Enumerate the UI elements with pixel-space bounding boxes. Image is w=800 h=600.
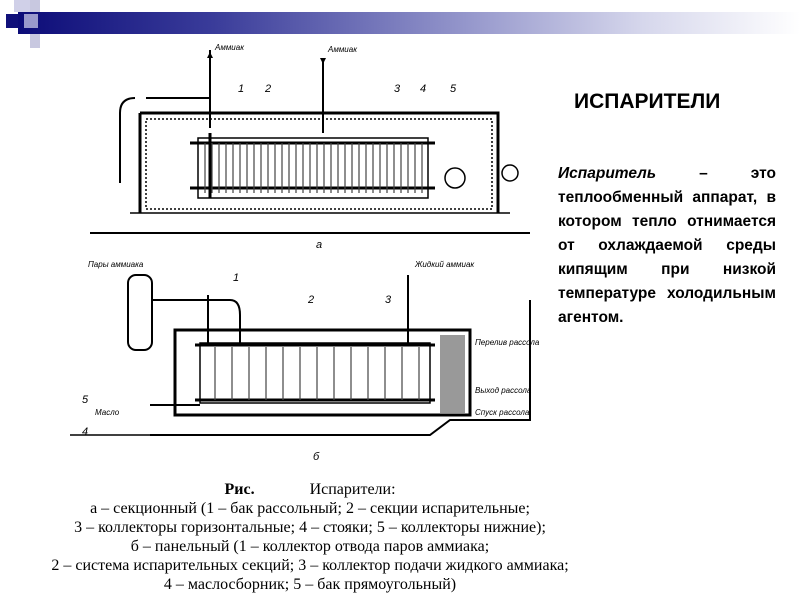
label-oil: Масло bbox=[95, 408, 120, 417]
figure-a-label: а bbox=[316, 239, 322, 251]
callout-3: 3 bbox=[385, 294, 392, 306]
caption-line: б – панельный (1 – коллектор отвода паро… bbox=[130, 538, 490, 555]
label-ammonia-out: Аммиак bbox=[214, 43, 245, 52]
callout-1: 1 bbox=[233, 272, 239, 284]
caption-title: Испарители: bbox=[309, 481, 396, 498]
callout-4: 4 bbox=[420, 83, 426, 95]
label-liquid-ammonia: Жидкий аммиак bbox=[414, 260, 475, 269]
caption-line: 4 – маслосборник; 5 – бак прямоугольный) bbox=[163, 576, 457, 593]
caption-line: 3 – коллекторы горизонтальные; 4 – стояк… bbox=[74, 519, 546, 536]
decor-square bbox=[6, 14, 18, 28]
caption-line: 2 – система испарительных секций; 3 – ко… bbox=[51, 557, 569, 574]
caption-lead: Рис. bbox=[224, 481, 255, 498]
label-brine-overflow: Перелив рассола bbox=[475, 338, 540, 347]
definition-body: – это теплообменный аппарат, в котором т… bbox=[558, 165, 776, 326]
figure-b-label: б bbox=[313, 451, 320, 463]
definition-term: Испаритель bbox=[558, 165, 657, 182]
definition-text: Испаритель – это теплообменный аппарат, … bbox=[558, 162, 776, 330]
label-brine-drain: Спуск рассола bbox=[475, 408, 530, 417]
callout-3: 3 bbox=[394, 83, 401, 95]
evaporator-diagram-a: Аммиак Аммиак 1 2 3 4 5 а bbox=[90, 43, 530, 251]
callout-4: 4 bbox=[82, 426, 88, 438]
label-brine-out: Выход рассола bbox=[475, 386, 532, 395]
callout-5: 5 bbox=[82, 394, 89, 406]
callout-5: 5 bbox=[450, 83, 457, 95]
evaporator-sections bbox=[204, 143, 423, 193]
figure-caption: Рис. Испарители: а – секционный (1 – бак … bbox=[0, 480, 620, 594]
label-ammonia-vapor: Пары аммиака bbox=[88, 260, 144, 269]
header-bar bbox=[18, 12, 800, 34]
callout-2: 2 bbox=[264, 83, 271, 95]
caption-line: а – секционный (1 – бак рассольный; 2 – … bbox=[90, 500, 530, 517]
label-ammonia-in: Аммиак bbox=[327, 45, 358, 54]
evaporator-diagram-b: Пары аммиака Жидкий аммиак Перелив рассо… bbox=[70, 260, 540, 463]
callout-2: 2 bbox=[307, 294, 314, 306]
slide-title: ИСПАРИТЕЛИ bbox=[574, 90, 721, 113]
callout-1: 1 bbox=[238, 83, 244, 95]
decor-square bbox=[24, 14, 38, 28]
insulation bbox=[440, 335, 465, 413]
